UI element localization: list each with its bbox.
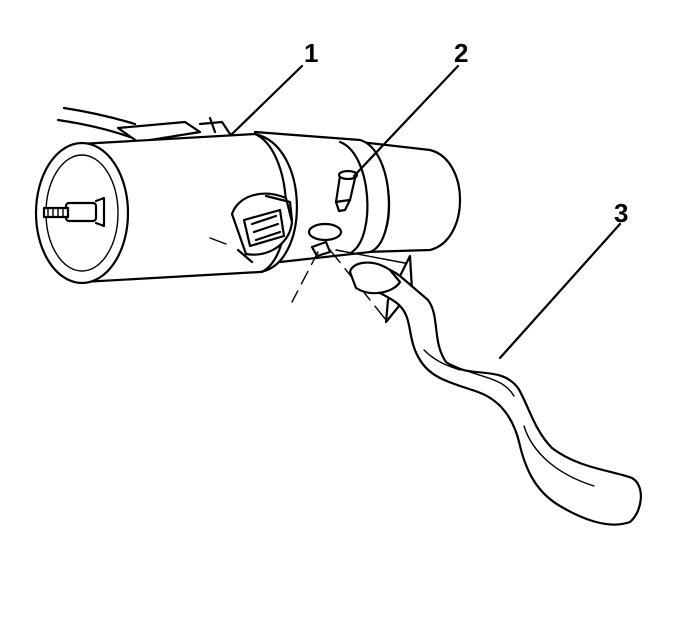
callout-2: 2 (454, 38, 468, 68)
wiring-harness (56, 106, 232, 144)
lock-pin (334, 169, 359, 213)
callout-3: 3 (614, 198, 628, 228)
callout-leaders (230, 64, 622, 360)
leader-line-1 (230, 64, 304, 136)
lock-pin-hole (307, 222, 343, 258)
leader-line-2 (352, 64, 460, 178)
callout-1: 1 (304, 38, 318, 68)
leader-line-3 (498, 222, 622, 360)
steering-shaft-end (42, 196, 106, 228)
side-connector (209, 192, 294, 264)
multifunction-lever (348, 254, 642, 526)
alignment-lines (291, 249, 411, 321)
